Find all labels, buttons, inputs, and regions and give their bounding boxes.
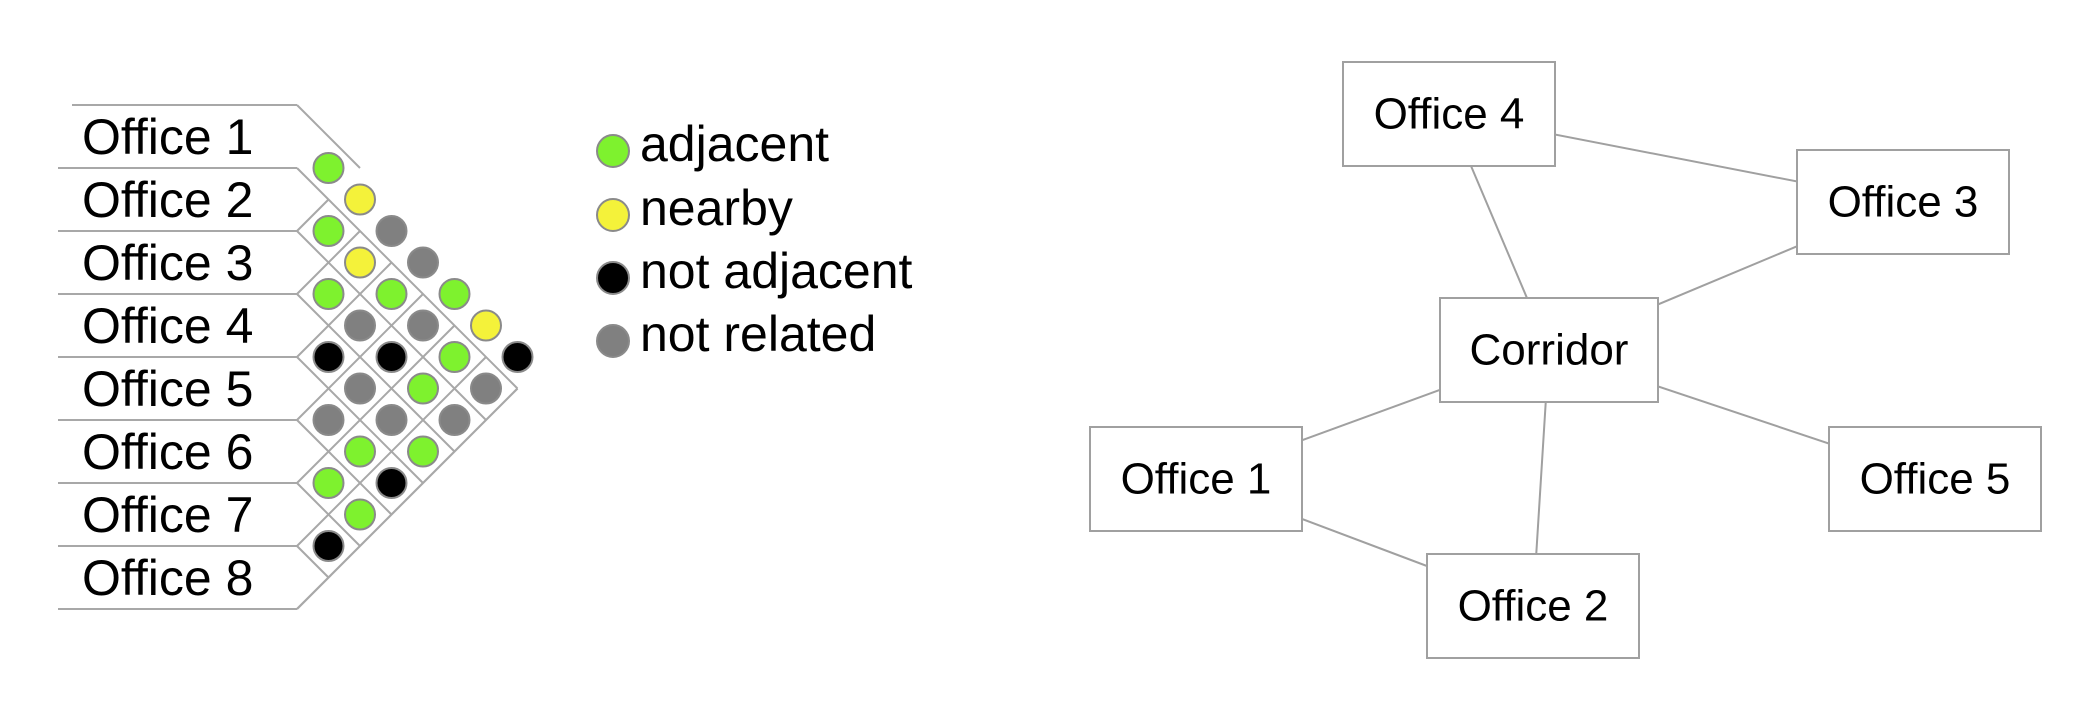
matrix-row-label: Office 5 bbox=[82, 361, 253, 417]
legend-swatch-nearby bbox=[596, 198, 630, 232]
node-corridor: Corridor bbox=[1439, 297, 1659, 403]
node-office5-box bbox=[1828, 426, 2042, 532]
matrix-row-label: Office 2 bbox=[82, 172, 253, 228]
matrix-outer-diagonal bbox=[296, 387, 519, 610]
matrix-grid-diagonal-up bbox=[296, 198, 330, 232]
matrix-cell-not-adjacent bbox=[375, 467, 408, 499]
matrix-cell-not-related bbox=[375, 215, 408, 247]
matrix-cell-adjacent bbox=[407, 372, 439, 405]
matrix-cell-adjacent bbox=[438, 278, 471, 310]
matrix-row-label: Office 1 bbox=[82, 109, 253, 165]
legend: adjacent nearby not adjacent not related bbox=[596, 116, 913, 362]
matrix-cell-not-related bbox=[375, 404, 408, 436]
legend-item-not-related: not related bbox=[596, 306, 876, 362]
node-corridor-label: Corridor bbox=[1470, 326, 1629, 375]
matrix-cell-adjacent bbox=[407, 435, 439, 468]
node-office4-label: Office 4 bbox=[1374, 90, 1525, 139]
matrix-grid-diagonal-up bbox=[296, 230, 361, 295]
matrix-cell-not-related bbox=[438, 404, 471, 436]
matrix-row-label: Office 3 bbox=[82, 235, 253, 291]
matrix-cell-not-adjacent bbox=[312, 530, 345, 562]
matrix-cell-not-related bbox=[344, 372, 376, 405]
node-office2-box bbox=[1426, 553, 1640, 659]
matrix-grid-diagonal-up bbox=[296, 356, 487, 547]
node-corridor-box bbox=[1439, 297, 1659, 403]
matrix-cell-not-related bbox=[407, 309, 439, 342]
node-office2-label: Office 2 bbox=[1458, 582, 1609, 631]
matrix-cell-adjacent bbox=[438, 341, 471, 373]
matrix-grid-diagonal-down bbox=[296, 545, 330, 579]
matrix-cell-not-related bbox=[344, 309, 376, 342]
matrix-grid-diagonal-down bbox=[296, 167, 519, 390]
node-office5: Office 5 bbox=[1828, 426, 2042, 532]
matrix-cell-adjacent bbox=[375, 278, 408, 310]
legend-label-adjacent: adjacent bbox=[640, 116, 829, 172]
matrix-cell-adjacent bbox=[312, 215, 345, 247]
legend-swatch-not-adjacent bbox=[596, 261, 630, 295]
node-office1: Office 1 bbox=[1089, 426, 1303, 532]
matrix-cell-adjacent bbox=[344, 435, 376, 468]
matrix-cell-nearby bbox=[470, 309, 502, 342]
matrix-row-label: Office 7 bbox=[82, 487, 253, 543]
matrix-cell-adjacent bbox=[312, 467, 345, 499]
node-office4-box bbox=[1342, 61, 1556, 167]
matrix-cell-not-adjacent bbox=[501, 341, 534, 373]
matrix-grid-diagonal-down bbox=[296, 293, 456, 453]
node-office1-label: Office 1 bbox=[1121, 455, 1272, 504]
adjacency-matrix: Office 1 Office 2 Office 3 Office 4 Office 5… bbox=[58, 104, 534, 610]
legend-swatch-adjacent bbox=[596, 134, 630, 168]
legend-item-nearby: nearby bbox=[596, 180, 793, 236]
legend-item-not-adjacent: not adjacent bbox=[596, 243, 913, 299]
matrix-grid-diagonal-up bbox=[296, 324, 456, 484]
matrix-grid-diagonal-up bbox=[296, 293, 424, 421]
legend-label-not-related: not related bbox=[640, 306, 876, 362]
matrix-row-label: Office 6 bbox=[82, 424, 253, 480]
matrix-cell-not-adjacent bbox=[312, 341, 345, 373]
matrix-grid-diagonal-down bbox=[296, 419, 393, 516]
node-office2: Office 2 bbox=[1426, 553, 1640, 659]
matrix-cell-nearby bbox=[344, 246, 376, 279]
node-office5-label: Office 5 bbox=[1860, 455, 2011, 504]
matrix-cell-not-adjacent bbox=[375, 341, 408, 373]
legend-label-not-adjacent: not adjacent bbox=[640, 243, 913, 299]
matrix-cell-adjacent bbox=[312, 278, 345, 310]
office-graph: Office 4 Office 3 Corridor Office 1 Offi… bbox=[1089, 61, 2042, 659]
node-office1-box bbox=[1089, 426, 1303, 532]
matrix-cell-not-related bbox=[407, 246, 439, 279]
matrix-cell-not-related bbox=[312, 404, 345, 436]
node-office4: Office 4 bbox=[1342, 61, 1556, 167]
matrix-top-diagonal bbox=[296, 104, 361, 169]
node-office3-label: Office 3 bbox=[1828, 178, 1979, 227]
matrix-row-label: Office 8 bbox=[82, 550, 253, 606]
legend-label-nearby: nearby bbox=[640, 180, 793, 236]
matrix-cell-adjacent bbox=[344, 498, 376, 531]
matrix-cell-not-related bbox=[470, 372, 502, 405]
legend-item-adjacent: adjacent bbox=[596, 116, 829, 172]
matrix-cell-adjacent bbox=[312, 152, 345, 184]
matrix-row-label: Office 4 bbox=[82, 298, 253, 354]
matrix-grid-diagonal-up bbox=[296, 261, 393, 358]
legend-swatch-not-related bbox=[596, 324, 630, 358]
node-office3: Office 3 bbox=[1796, 149, 2010, 255]
matrix-cell-nearby bbox=[344, 183, 376, 216]
node-office3-box bbox=[1796, 149, 2010, 255]
